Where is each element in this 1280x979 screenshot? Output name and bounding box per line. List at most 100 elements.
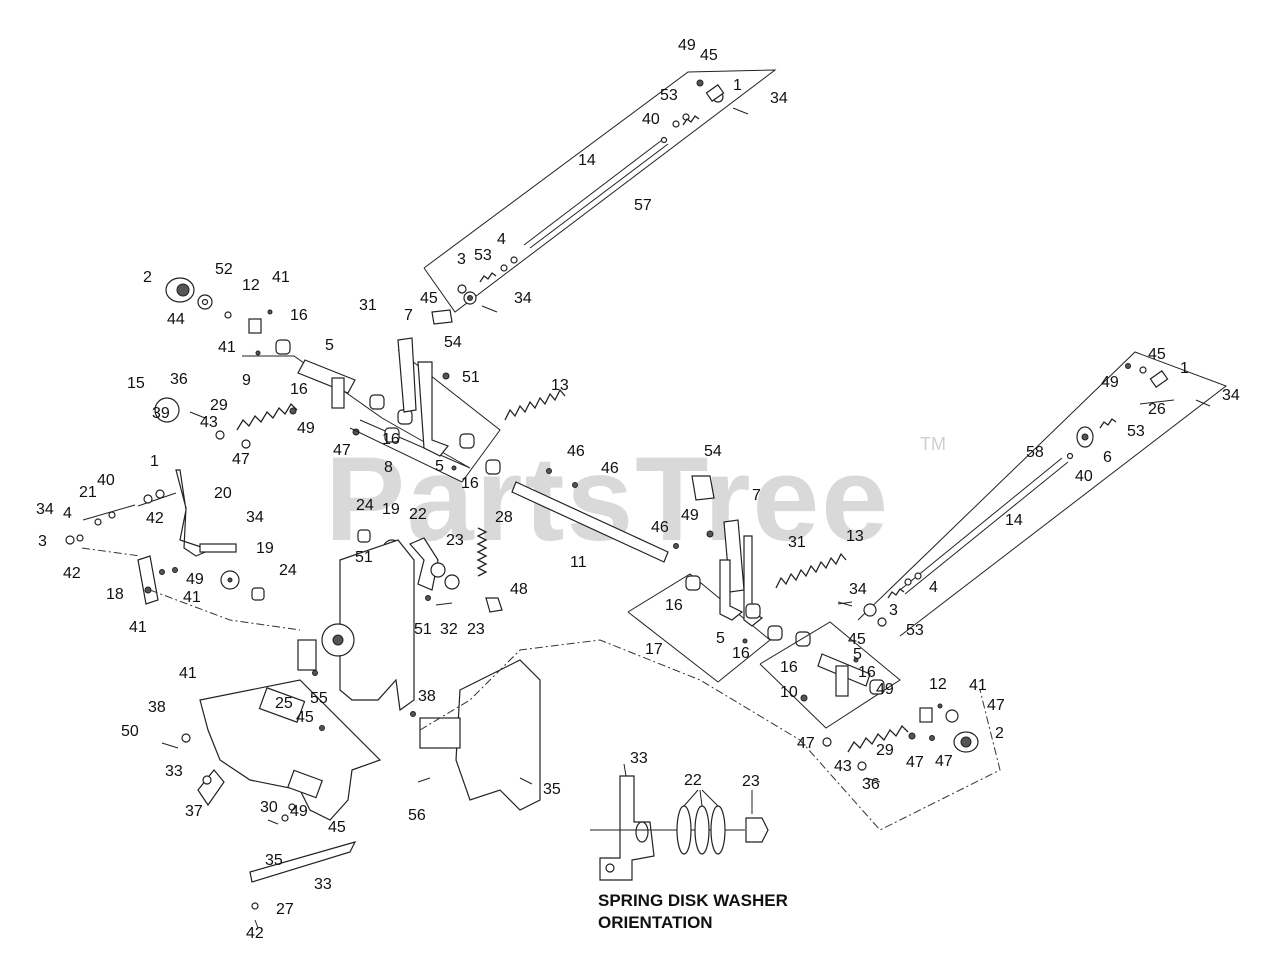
- callout-34: 34: [246, 509, 264, 526]
- callout-54: 54: [704, 443, 722, 460]
- callout-10: 10: [780, 684, 798, 701]
- callout-41: 41: [218, 339, 236, 356]
- washer-orientation-detail: [590, 763, 769, 881]
- callout-46: 46: [601, 460, 619, 477]
- callout-43: 43: [834, 758, 852, 775]
- callout-23: 23: [467, 621, 485, 638]
- callout-49: 49: [678, 37, 696, 54]
- callout-16: 16: [665, 597, 683, 614]
- callout-34: 34: [36, 501, 54, 518]
- callout-27: 27: [276, 901, 294, 918]
- callout-50: 50: [121, 723, 139, 740]
- callout-45: 45: [328, 819, 346, 836]
- callout-53: 53: [660, 87, 678, 104]
- callout-24: 24: [356, 497, 374, 514]
- callout-17: 17: [645, 641, 663, 658]
- callout-33: 33: [630, 750, 648, 767]
- callout-56: 56: [408, 807, 426, 824]
- callout-55: 55: [310, 690, 328, 707]
- callout-18: 18: [106, 586, 124, 603]
- caption-line-2: ORIENTATION: [598, 913, 713, 932]
- callout-3: 3: [38, 533, 47, 550]
- callout-47: 47: [906, 754, 924, 771]
- callout-1: 1: [1180, 360, 1189, 377]
- callout-58: 58: [1026, 444, 1044, 461]
- callout-3: 3: [889, 602, 898, 619]
- callout-7: 7: [404, 307, 413, 324]
- callout-49: 49: [1101, 374, 1119, 391]
- callout-41: 41: [969, 677, 987, 694]
- callout-1: 1: [150, 453, 159, 470]
- callout-8: 8: [384, 459, 393, 476]
- callout-47: 47: [333, 442, 351, 459]
- callout-5: 5: [435, 458, 444, 475]
- callout-13: 13: [846, 528, 864, 545]
- frame-plates: [161, 539, 1001, 929]
- callout-51: 51: [355, 549, 373, 566]
- callout-16: 16: [780, 659, 798, 676]
- callout-38: 38: [148, 699, 166, 716]
- callout-47: 47: [987, 697, 1005, 714]
- callout-46: 46: [567, 443, 585, 460]
- callout-4: 4: [63, 505, 72, 522]
- callout-51: 51: [414, 621, 432, 638]
- callout-37: 37: [185, 803, 203, 820]
- callout-23: 23: [742, 773, 760, 790]
- callout-2: 2: [143, 269, 152, 286]
- callout-34: 34: [849, 581, 867, 598]
- center-assembly: [149, 309, 679, 631]
- callout-34: 34: [514, 290, 532, 307]
- callout-5: 5: [325, 337, 334, 354]
- upper-rod-panel: [423, 69, 777, 313]
- callout-41: 41: [129, 619, 147, 636]
- callout-47: 47: [797, 735, 815, 752]
- callout-19: 19: [382, 501, 400, 518]
- callout-43: 43: [200, 414, 218, 431]
- callout-33: 33: [314, 876, 332, 893]
- callout-45: 45: [700, 47, 718, 64]
- callout-16: 16: [290, 381, 308, 398]
- callout-34: 34: [770, 90, 788, 107]
- callout-9: 9: [242, 372, 251, 389]
- right-lever-assembly: [627, 475, 979, 783]
- callout-21: 21: [79, 484, 97, 501]
- callout-45: 45: [296, 709, 314, 726]
- callout-11: 11: [570, 554, 587, 571]
- callout-49: 49: [290, 803, 308, 820]
- callout-29: 29: [876, 742, 894, 759]
- callout-24: 24: [279, 562, 297, 579]
- callout-16: 16: [290, 307, 308, 324]
- callout-42: 42: [146, 510, 164, 527]
- callout-33: 33: [165, 763, 183, 780]
- callout-36: 36: [170, 371, 188, 388]
- callout-41: 41: [183, 589, 201, 606]
- callout-16: 16: [732, 645, 750, 662]
- callout-47: 47: [935, 753, 953, 770]
- callout-51: 51: [462, 369, 480, 386]
- callout-5: 5: [716, 630, 725, 647]
- callout-5: 5: [853, 646, 862, 663]
- callout-14: 14: [1005, 512, 1023, 529]
- callout-35: 35: [543, 781, 561, 798]
- callout-49: 49: [681, 507, 699, 524]
- callout-41: 41: [272, 269, 290, 286]
- callout-44: 44: [167, 311, 185, 328]
- callout-42: 42: [246, 925, 264, 942]
- callout-13: 13: [551, 377, 569, 394]
- callout-49: 49: [297, 420, 315, 437]
- callout-12: 12: [242, 277, 260, 294]
- callout-36: 36: [862, 776, 880, 793]
- callout-28: 28: [495, 509, 513, 526]
- callout-26: 26: [1148, 401, 1166, 418]
- callout-4: 4: [929, 579, 938, 596]
- callout-48: 48: [510, 581, 528, 598]
- callout-3: 3: [457, 251, 466, 268]
- callout-7: 7: [752, 487, 761, 504]
- callout-57: 57: [634, 197, 652, 214]
- callout-4: 4: [497, 231, 506, 248]
- callout-53: 53: [1127, 423, 1145, 440]
- callout-45: 45: [420, 290, 438, 307]
- callout-42: 42: [63, 565, 81, 582]
